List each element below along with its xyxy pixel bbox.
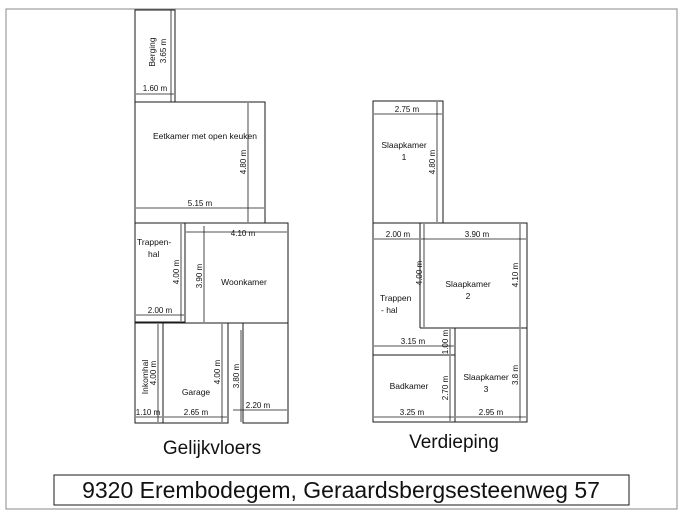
dim-label-landing-w: 3.15 m (401, 337, 426, 346)
dim-label-garage-w: 2.65 m (184, 408, 209, 417)
ground-floor-plan: Berging Eetkamer met open keuken Trappen… (134, 9, 289, 459)
room-label-eetkamer: Eetkamer met open keuken (153, 131, 257, 141)
dim-label-trappenhal-w-up: 2.00 m (386, 230, 411, 239)
ground-walls (134, 9, 289, 424)
room-label-slaapkamer1-line2: 1 (402, 152, 407, 162)
room-label-slaapkamer2-line1: Slaapkamer (445, 279, 491, 289)
room-label-inkomhal: Inkomhal (140, 360, 150, 395)
dim-label-trappenhal-h: 4.00 m (172, 259, 181, 284)
dim-label-badkamer-h: 2.70 m (441, 375, 450, 400)
dim-label-inkomhal-h: 4.00 m (149, 360, 158, 385)
room-label-badkamer: Badkamer (390, 381, 429, 391)
woonkamer-extension-wall (242, 322, 289, 424)
page-frame (5, 8, 678, 510)
dim-label-berging-h: 3.65 m (159, 38, 168, 63)
address-frame (53, 474, 630, 506)
dim-label-eetkamer-h: 4.80 m (239, 149, 248, 174)
dim-label-slaapkamer2-h: 4.10 m (511, 262, 520, 287)
room-label-trappenhal-line1: Trappen- (137, 237, 171, 247)
upper-block-wall (372, 222, 528, 423)
dim-label-garage-h: 4.00 m (213, 359, 222, 384)
address-text: 9320 Erembodegem, Geraardsbergsesteenweg… (82, 477, 600, 503)
room-label-trappenhal-line2: hal (148, 249, 159, 259)
dim-label-slaapkamer2-w: 3.90 m (465, 230, 490, 239)
dim-label-landing-h: 1.00 m (441, 329, 450, 354)
room-label-trappenhal-up-line2: - hal (381, 305, 398, 315)
dim-label-eetkamer-w: 5.15 m (188, 199, 213, 208)
dim-label-woonkamer-h: 3.90 m (195, 263, 204, 288)
room-label-slaapkamer3-line1: Slaapkamer (463, 372, 509, 382)
dim-label-woonkamer-w: 4.10 m (231, 229, 256, 238)
upper-walls (372, 100, 528, 423)
dim-label-slaapkamer3-h: 3.8 m (511, 365, 520, 385)
dim-label-woonkamer-ext-w: 2.20 m (246, 401, 271, 410)
dim-label-woonkamer-ext-h: 3.80 m (232, 363, 241, 388)
dim-label-slaapkamer1-h: 4.80 m (428, 149, 437, 174)
room-label-berging: Berging (147, 37, 157, 67)
room-label-trappenhal-up-line1: Trappen (380, 293, 412, 303)
dim-label-trappenhal-h-up: 4.00 m (415, 260, 424, 285)
dim-label-trappenhal-w: 2.00 m (148, 306, 173, 315)
woonkamer-wall (184, 222, 289, 324)
upper-dimension-lines (374, 102, 526, 421)
ground-floor-caption: Gelijkvloers (163, 438, 261, 459)
dim-label-berging-w: 1.60 m (143, 84, 168, 93)
room-label-slaapkamer2-line2: 2 (466, 291, 471, 301)
room-label-woonkamer: Woonkamer (221, 277, 267, 287)
dim-label-slaapkamer3-w: 2.95 m (479, 408, 504, 417)
dim-label-slaapkamer1-w: 2.75 m (395, 105, 420, 114)
garage-wall (162, 322, 229, 424)
room-label-slaapkamer1-line1: Slaapkamer (381, 140, 427, 150)
upper-floor-caption: Verdieping (409, 432, 499, 453)
address-box: 9320 Erembodegem, Geraardsbergsesteenweg… (53, 474, 630, 506)
dim-label-badkamer-w: 3.25 m (400, 408, 425, 417)
room-label-garage: Garage (182, 387, 211, 397)
ground-dimension-lines (136, 10, 287, 422)
upper-floor-plan: Slaapkamer 1 Slaapkamer 2 Trappen - hal … (372, 100, 528, 453)
room-label-slaapkamer3-line2: 3 (484, 384, 489, 394)
dim-label-inkomhal-w: 1.10 m (136, 408, 161, 417)
